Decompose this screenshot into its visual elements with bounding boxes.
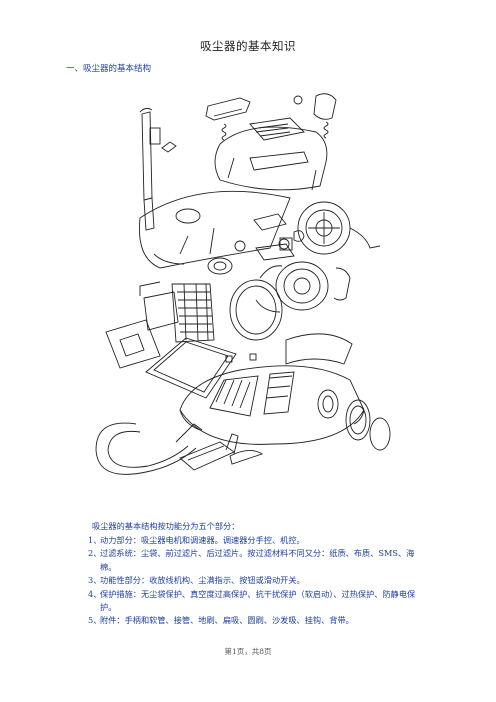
- list-text: 保护措施：无尘袋保护、真空度过高保护、抗干扰保护（软启动）、过热保护、防静电保护…: [100, 588, 416, 613]
- section-heading: 一、吸尘器的基本结构: [66, 64, 152, 74]
- list-number: 3、: [88, 575, 102, 586]
- list-text: 附件：手柄和软管、接管、地刷、扁吸、圆刷、沙发吸、挂钩、背带。: [100, 615, 354, 626]
- motor-front: [207, 257, 283, 341]
- seal-frames: [145, 333, 353, 399]
- crevice-tool: [229, 450, 264, 465]
- wheel: [345, 399, 391, 451]
- motor: [255, 261, 351, 313]
- list-item: 2、过滤系统：尘袋、前过滤片、后过滤片。按过滤材料不同又分：纸质、布质、SMS、…: [88, 547, 428, 574]
- floor-brush: [179, 433, 239, 471]
- list-item: 1、动力部分：吸尘器电机和调速器。调速器分手控、机控。: [88, 534, 428, 547]
- vacuum-exploded-diagram: [95, 93, 391, 475]
- cord-reel: [279, 201, 381, 255]
- filter-grid: [171, 283, 215, 343]
- list-item: 3、功能性部分：收放线机构、尘满指示、按钮或滑动开关。: [88, 574, 428, 587]
- top-cover: [214, 117, 328, 191]
- small-parts: [234, 213, 305, 261]
- list-text: 动力部分：吸尘器电机和调速器。调速器分手控、机控。: [100, 535, 305, 545]
- page-footer: 第1页，共8页: [224, 647, 272, 656]
- list-number: 4、: [88, 588, 102, 599]
- handle-cover: [205, 93, 337, 121]
- springs: [221, 121, 329, 141]
- base-body: [179, 353, 365, 445]
- list-number: 1、: [88, 535, 102, 545]
- extension-tube: [139, 107, 177, 231]
- dust-bag: [105, 319, 161, 369]
- bag-holder: [139, 281, 179, 331]
- list-text: 过滤系统：尘袋、前过滤片、后过滤片。按过滤材料不同又分：纸质、布质、SMS、海棉…: [100, 548, 415, 572]
- list-item: 4、保护措施：无尘袋保护、真空度过高保护、抗干扰保护（软启动）、过热保护、防静电…: [88, 588, 428, 615]
- front-shell: [138, 190, 291, 269]
- hose: [95, 422, 203, 475]
- list-number: 5、: [88, 615, 102, 626]
- list-number: 2、: [88, 548, 102, 559]
- list-text: 功能性部分：收放线机构、尘满指示、按钮或滑动开关。: [100, 575, 305, 586]
- structure-list: 1、动力部分：吸尘器电机和调速器。调速器分手控、机控。 2、过滤系统：尘袋、前过…: [88, 534, 428, 628]
- page-title: 吸尘器的基本知识: [200, 39, 296, 53]
- list-item: 5、附件：手柄和软管、接管、地刷、扁吸、圆刷、沙发吸、挂钩、背带。: [88, 614, 428, 627]
- intro-text: 吸尘器的基本结构按功能分为五个部分：: [92, 521, 240, 531]
